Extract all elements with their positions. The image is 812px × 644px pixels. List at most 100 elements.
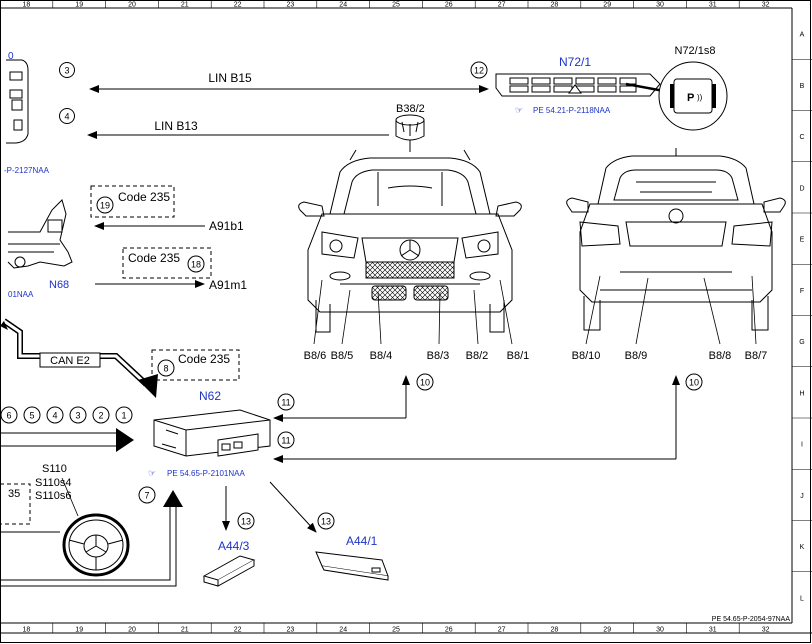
sensor-label: B8/1 <box>507 350 530 362</box>
grid-row-label: E <box>800 237 805 244</box>
code-235-box-partial <box>0 483 31 525</box>
chain-callout <box>46 406 64 424</box>
callout-11b-text: 11 <box>281 436 290 446</box>
n72-1-ref-icon[interactable]: ☞ <box>515 105 523 115</box>
chain-callout-text: 2 <box>98 411 103 421</box>
callout-3 <box>59 62 75 78</box>
callout-4 <box>59 108 75 124</box>
park-symbol: P <box>687 92 694 104</box>
sensor-label: B8/2 <box>466 350 489 362</box>
callout-7-text: 7 <box>144 491 149 501</box>
grid-column-label: 23 <box>287 627 295 634</box>
grid-column-label: 18 <box>23 2 31 9</box>
code-235-label-partial: 35 <box>8 488 20 500</box>
callout-7 <box>138 486 156 504</box>
grid-column-label: 25 <box>392 2 400 9</box>
callout-10a <box>416 373 434 391</box>
sensor-label: B8/7 <box>745 350 768 362</box>
grid-column-label: 24 <box>339 627 347 634</box>
callout-18 <box>187 255 205 273</box>
grid-column-label: 31 <box>709 2 717 9</box>
s110-leader <box>61 477 79 517</box>
grid-row-label: C <box>799 134 804 141</box>
vehicle-front <box>298 149 522 333</box>
n62-ref-icon[interactable]: ☞ <box>148 468 156 478</box>
callout-13b-text: 13 <box>321 517 331 527</box>
chain-callout-text: 4 <box>52 411 57 421</box>
chain-callout-text: 6 <box>6 411 11 421</box>
a44-3-label: A44/3 <box>218 539 250 553</box>
grid-column-label: 19 <box>75 2 83 9</box>
s110-bus <box>0 505 177 587</box>
document-reference: PE 54.65-P-2054-97NAA <box>712 616 791 623</box>
lin-b15-label: LIN B15 <box>208 71 252 85</box>
n62-label: N62 <box>199 389 221 403</box>
chain-callout-text: 1 <box>121 411 126 421</box>
grid-column-label: 20 <box>128 2 136 9</box>
grid-row-label: L <box>800 595 804 602</box>
grid-column-label: 28 <box>551 627 559 634</box>
chain-callout <box>23 406 41 424</box>
chain-callout <box>115 406 133 424</box>
grid-column-label: 18 <box>23 627 31 634</box>
grid-column-label: 32 <box>762 2 770 9</box>
rear-sensor-leaders <box>585 275 757 345</box>
grid-row-label: G <box>799 339 804 346</box>
callout-11b <box>277 431 295 449</box>
chain-callout-text: 3 <box>75 411 80 421</box>
callout-13a <box>237 512 255 530</box>
n62-reference[interactable]: PE 54.65-P-2101NAA <box>167 469 245 478</box>
s110-bus-arrowhead <box>163 490 183 507</box>
a44-1-arrow <box>269 481 317 533</box>
callout-11a-text: 11 <box>281 398 290 408</box>
callout-18-text: 18 <box>191 260 201 270</box>
n68-label: N68 <box>49 279 69 291</box>
chain-bus <box>0 432 118 447</box>
grid-column-label: 23 <box>287 2 295 9</box>
n72-1s8-switch-edge-right <box>712 84 716 108</box>
vehicle-rear <box>566 148 786 331</box>
a44-3-display <box>202 555 256 587</box>
grid-column-label: 21 <box>181 2 189 9</box>
grid-row-label: B <box>800 83 805 90</box>
grid-column-label: 26 <box>445 627 453 634</box>
code-235-label-19: Code 235 <box>118 190 170 204</box>
grid-column-label: 27 <box>498 2 506 9</box>
callout-10b-text: 10 <box>689 378 699 388</box>
chain-callout <box>0 406 18 424</box>
chain-callout <box>92 406 110 424</box>
lin-b13-label: LIN B13 <box>154 119 198 133</box>
n72-1-reference[interactable]: PE 54.21-P-2118NAA <box>533 106 611 115</box>
grid-column-label: 21 <box>181 627 189 634</box>
grid-column-label: 31 <box>709 627 717 634</box>
grid-column-label: 30 <box>656 627 664 634</box>
n72-1-label: N72/1 <box>559 55 591 69</box>
grid-row-label: H <box>799 390 804 397</box>
front-intake-right <box>413 285 449 301</box>
left-mid-reference[interactable]: 01NAA <box>8 290 34 299</box>
n62-module <box>153 409 271 457</box>
left-top-reference[interactable]: -P-2127NAA <box>4 166 50 175</box>
grid-row-label: D <box>799 185 804 192</box>
grid-row-label: A <box>800 32 805 39</box>
n72-1s8-leader <box>625 82 665 93</box>
grid-column-label: 28 <box>551 2 559 9</box>
code-235-box-8 <box>151 349 240 381</box>
chain-arrowhead <box>116 428 134 452</box>
sensor-label: B8/8 <box>709 350 732 362</box>
code-235-label-18: Code 235 <box>128 251 180 265</box>
can-e2-start <box>0 321 8 330</box>
grid-column-label: 30 <box>656 2 664 9</box>
left-module-label: 0 <box>8 51 14 62</box>
s110-label: S110 <box>42 463 67 475</box>
code-235-box-19 <box>90 185 175 218</box>
can-e2-label: CAN E2 <box>50 355 90 367</box>
callout-13b <box>317 512 335 530</box>
chain-callout <box>69 406 87 424</box>
grid-column-label: 32 <box>762 627 770 634</box>
